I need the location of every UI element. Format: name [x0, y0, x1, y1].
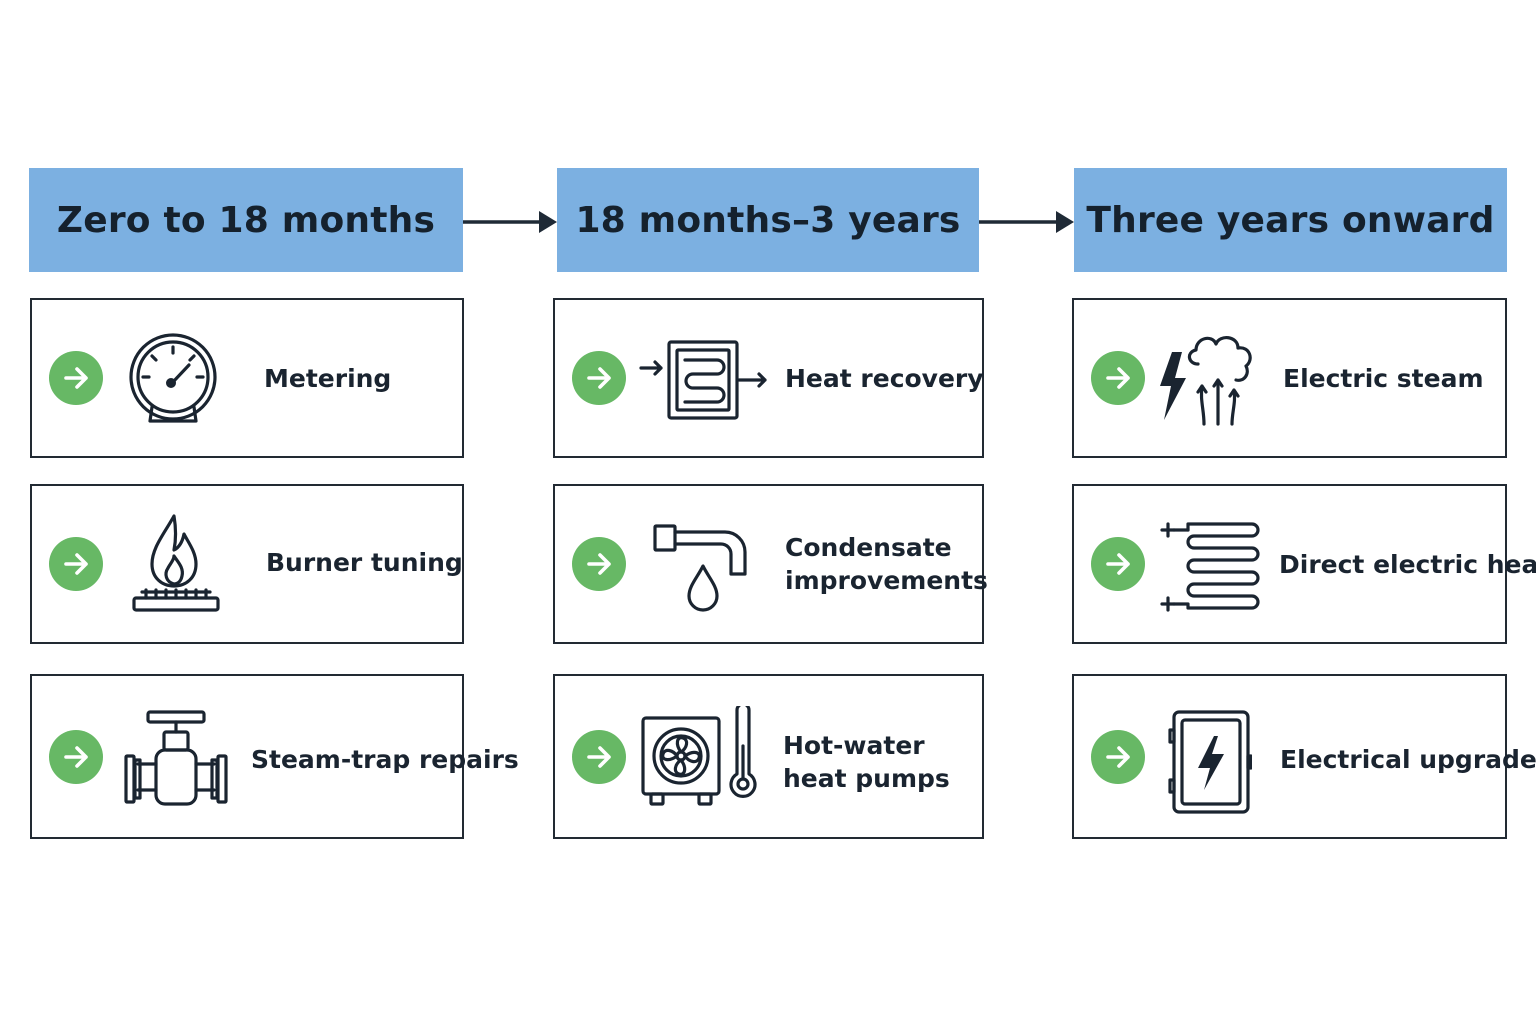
arrow-right-icon: [572, 729, 626, 784]
phase-arrow-icon: [979, 211, 1074, 233]
phase-header-3: Three years onward: [1074, 168, 1507, 272]
pipe-valve-icon: [124, 710, 228, 806]
measure-card-hot-water-heat-pumps: Hot-water heat pumps: [553, 674, 984, 839]
heating-coil-icon: [1160, 522, 1260, 612]
arrow-right-icon: [1091, 729, 1145, 784]
measure-label: Metering: [264, 364, 392, 393]
arrow-right-icon: [49, 537, 103, 591]
arrow-right-icon: [1091, 537, 1145, 591]
measure-label: Condensate improvements: [785, 531, 988, 597]
measure-label: Hot-water heat pumps: [783, 729, 950, 795]
phase-header-1: Zero to 18 months: [29, 168, 463, 272]
arrow-right-icon: [49, 351, 103, 405]
phase-header-2: 18 months–3 years: [557, 168, 979, 272]
arrow-right-icon: [572, 351, 626, 405]
measure-label: Electric steam: [1283, 364, 1484, 393]
phase-title: Zero to 18 months: [56, 199, 436, 241]
arrow-right-icon: [49, 729, 103, 784]
label-line: Condensate: [785, 533, 952, 562]
measure-card-metering: Metering: [30, 298, 464, 458]
measure-card-direct-electric-heat: Direct electric heat: [1072, 484, 1536, 644]
phase-arrow-icon: [463, 211, 557, 233]
phase-title: 18 months–3 years: [575, 199, 961, 241]
measure-label: Direct electric heat: [1279, 550, 1536, 579]
measure-card-steam-trap-repairs: Steam-trap repairs: [30, 674, 519, 839]
pressure-gauge-icon: [129, 333, 217, 423]
measure-card-electrical-upgrades: Electrical upgrades: [1072, 674, 1536, 839]
gas-burner-flame-icon: [132, 514, 220, 612]
measure-card-condensate-improvements: Condensate improvements: [553, 484, 988, 644]
electric-steam-icon: [1160, 336, 1252, 426]
measure-card-heat-recovery: Heat recovery: [553, 298, 984, 458]
label-line: improvements: [785, 566, 988, 595]
measure-card-electric-steam: Electric steam: [1072, 298, 1507, 458]
measure-label: Burner tuning: [266, 548, 463, 577]
faucet-drop-icon: [653, 524, 747, 612]
measure-label: Steam-trap repairs: [251, 745, 519, 774]
label-line: Hot-water: [783, 731, 925, 760]
heat-exchanger-icon: [639, 340, 767, 420]
measure-card-burner-tuning: Burner tuning: [30, 484, 464, 644]
heat-pump-thermometer-icon: [641, 706, 757, 806]
arrow-right-icon: [572, 537, 626, 591]
electrical-panel-icon: [1168, 710, 1252, 814]
measure-label: Heat recovery: [785, 364, 984, 393]
arrow-right-icon: [1091, 351, 1145, 405]
label-line: heat pumps: [783, 764, 950, 793]
measure-label: Electrical upgrades: [1280, 745, 1536, 774]
phase-title: Three years onward: [1086, 199, 1495, 241]
